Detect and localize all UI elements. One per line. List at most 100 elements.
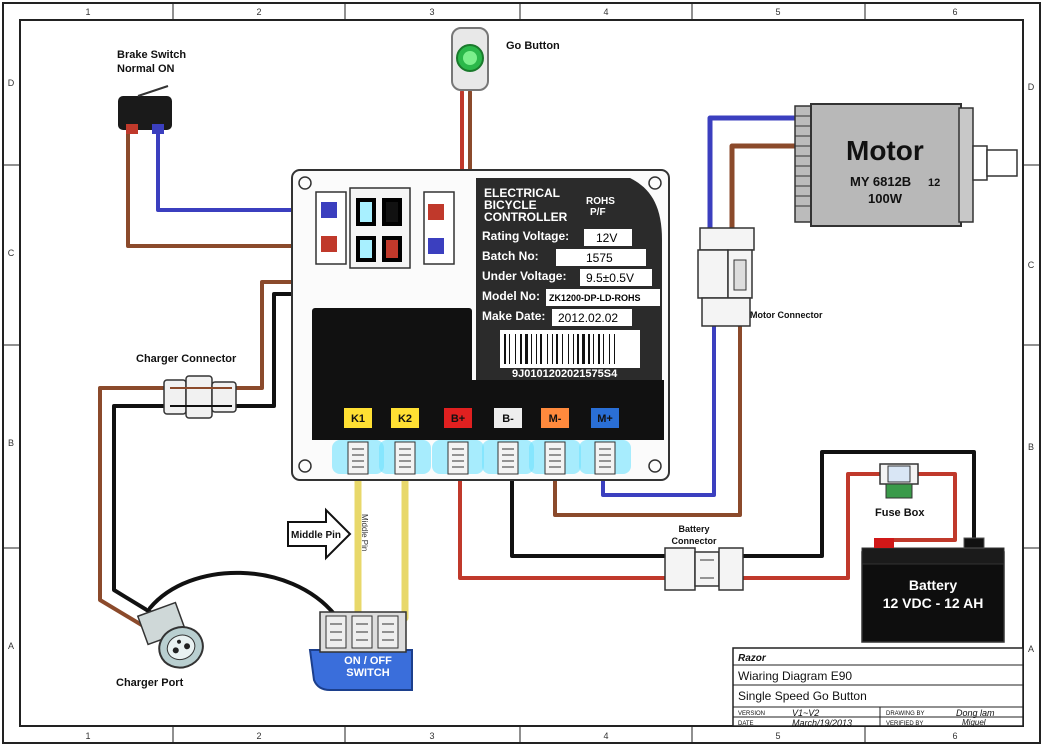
terminal-plug[interactable] [394, 441, 416, 475]
battery-positive-terminal [874, 538, 894, 548]
title-block-brand: Razor [738, 653, 767, 664]
terminal-plug[interactable] [347, 441, 369, 475]
title-block-version-value: V1~V2 [792, 708, 819, 718]
middle-pin-indicator: Middle Pin Middle Pin [287, 507, 369, 561]
title-block-subtitle: Single Speed Go Button [738, 689, 867, 703]
title-block-drawing-value: Dong lam [956, 708, 995, 718]
title-block-version-label: VERSION [738, 711, 765, 717]
fuse-box-label: Fuse Box [875, 507, 925, 519]
middle-pin-label: Middle Pin [291, 530, 341, 541]
title-block-verified-value: Miguel [962, 718, 986, 727]
terminal-label-k2: K2 [398, 413, 412, 425]
terminal-tag-k2 [391, 408, 419, 428]
motor-power: 100W [868, 191, 903, 206]
grid-col-6-bottom: 6 [952, 731, 957, 741]
grid-col-2: 2 [256, 7, 261, 17]
title-block: Razor Wiaring Diagram E90 Single Speed G… [732, 647, 1024, 728]
barcode-bar [598, 334, 600, 364]
barcode-bar [609, 334, 610, 364]
grid-col-4-bottom: 4 [603, 731, 608, 741]
middle-pin-wire-label: Middle Pin [360, 514, 369, 551]
charger-connector[interactable]: Charger Connector [136, 353, 237, 419]
barcode-bar [588, 334, 590, 364]
spec-label-make-date: Make Date: [482, 309, 545, 323]
barcode-bar [515, 334, 516, 364]
motor-title: Motor [846, 135, 924, 166]
controller-header-3: CONTROLLER [484, 210, 568, 224]
on-off-switch[interactable]: ON / OFF SWITCH [308, 611, 413, 691]
barcode-bar [536, 334, 537, 364]
barcode-number: 9J0101202021575S4 [512, 368, 618, 380]
grid-col-4: 4 [603, 7, 608, 17]
controller-header-2: BICYCLE [484, 198, 537, 212]
wire-port-black [112, 404, 172, 617]
motor-voltage: 12 [928, 177, 940, 189]
controller-rohs-2: P/F [590, 207, 606, 218]
motor: Motor MY 6812B 12 100W [794, 103, 1018, 227]
controller-rohs-1: ROHS [586, 196, 615, 207]
barcode-bar [562, 334, 563, 364]
spec-label-model-no: Model No: [482, 289, 540, 303]
title-block-verified-label: VERIFIED BY [886, 721, 923, 727]
go-button[interactable]: Go Button [451, 27, 560, 91]
wire-brake-blue [156, 128, 322, 212]
controller-header-1: ELECTRICAL [484, 186, 560, 200]
motor-connector[interactable]: Motor Connector [697, 227, 823, 327]
battery-connector[interactable]: Battery Connector [664, 524, 744, 591]
grid-row-d-right: D [1028, 82, 1035, 92]
terminal-label-k1: K1 [351, 413, 365, 425]
battery-negative-terminal [963, 537, 985, 549]
terminal-label-mminus: M- [549, 413, 562, 425]
terminal-label-bplus: B+ [451, 413, 465, 425]
barcode-bar [520, 334, 522, 364]
terminal-plug[interactable] [497, 441, 519, 475]
grid-row-c: C [8, 248, 15, 258]
terminal-plug[interactable] [544, 441, 566, 475]
motor-model: MY 6812B [850, 174, 911, 189]
barcode-bar [568, 334, 569, 364]
wire-motor-blue [707, 115, 803, 231]
grid-col-1-bottom: 1 [85, 731, 90, 741]
barcode-bar [573, 334, 574, 364]
brake-switch: Brake Switch Normal ON [117, 49, 186, 134]
battery-title: Battery [909, 577, 957, 593]
spec-label-rating-voltage: Rating Voltage: [482, 229, 569, 243]
charger-port-label: Charger Port [116, 677, 184, 689]
spec-label-under-voltage: Under Voltage: [482, 269, 566, 283]
terminal-tag-bplus [444, 408, 472, 428]
spec-value-rating-voltage: 12V [596, 231, 617, 245]
terminal-plug[interactable] [447, 441, 469, 475]
fuse-box: Fuse Box [875, 463, 925, 519]
battery-connector-label-2: Connector [672, 536, 717, 546]
wire-bplus-red [458, 470, 667, 580]
wire-mplus-blue [601, 323, 716, 497]
wire-motor-brown [729, 143, 803, 231]
wire-batt-black [740, 450, 976, 558]
spec-label-batch-no: Batch No: [482, 249, 539, 263]
grid-col-5-bottom: 5 [775, 731, 780, 741]
controller-spec-rows: Rating Voltage: 12V Batch No: 1575 Under… [482, 229, 660, 326]
terminal-plug[interactable] [594, 441, 616, 475]
grid-row-b: B [8, 438, 14, 448]
barcode-bar [547, 334, 548, 364]
brake-switch-label-1: Brake Switch [117, 49, 186, 61]
grid-row-a: A [8, 641, 14, 651]
wire-brake-brown [126, 128, 322, 248]
barcode-bar [531, 334, 532, 364]
barcode-bar [504, 334, 506, 364]
wire-port-brown [98, 386, 172, 632]
barcode-bar [582, 334, 585, 364]
barcode-bar [556, 334, 558, 364]
battery: Battery 12 VDC - 12 AH [861, 537, 1005, 643]
barcode-bar [525, 334, 528, 364]
barcode-bar [552, 334, 553, 364]
charger-port[interactable]: Charger Port [116, 598, 209, 689]
barcode-bar [540, 334, 542, 364]
terminal-tag-mplus [591, 408, 619, 428]
grid-col-1: 1 [85, 7, 90, 17]
wire-fuse-red [884, 472, 957, 542]
grid-col-3-bottom: 3 [429, 731, 434, 741]
on-off-switch-label-1: ON / OFF [344, 655, 392, 667]
